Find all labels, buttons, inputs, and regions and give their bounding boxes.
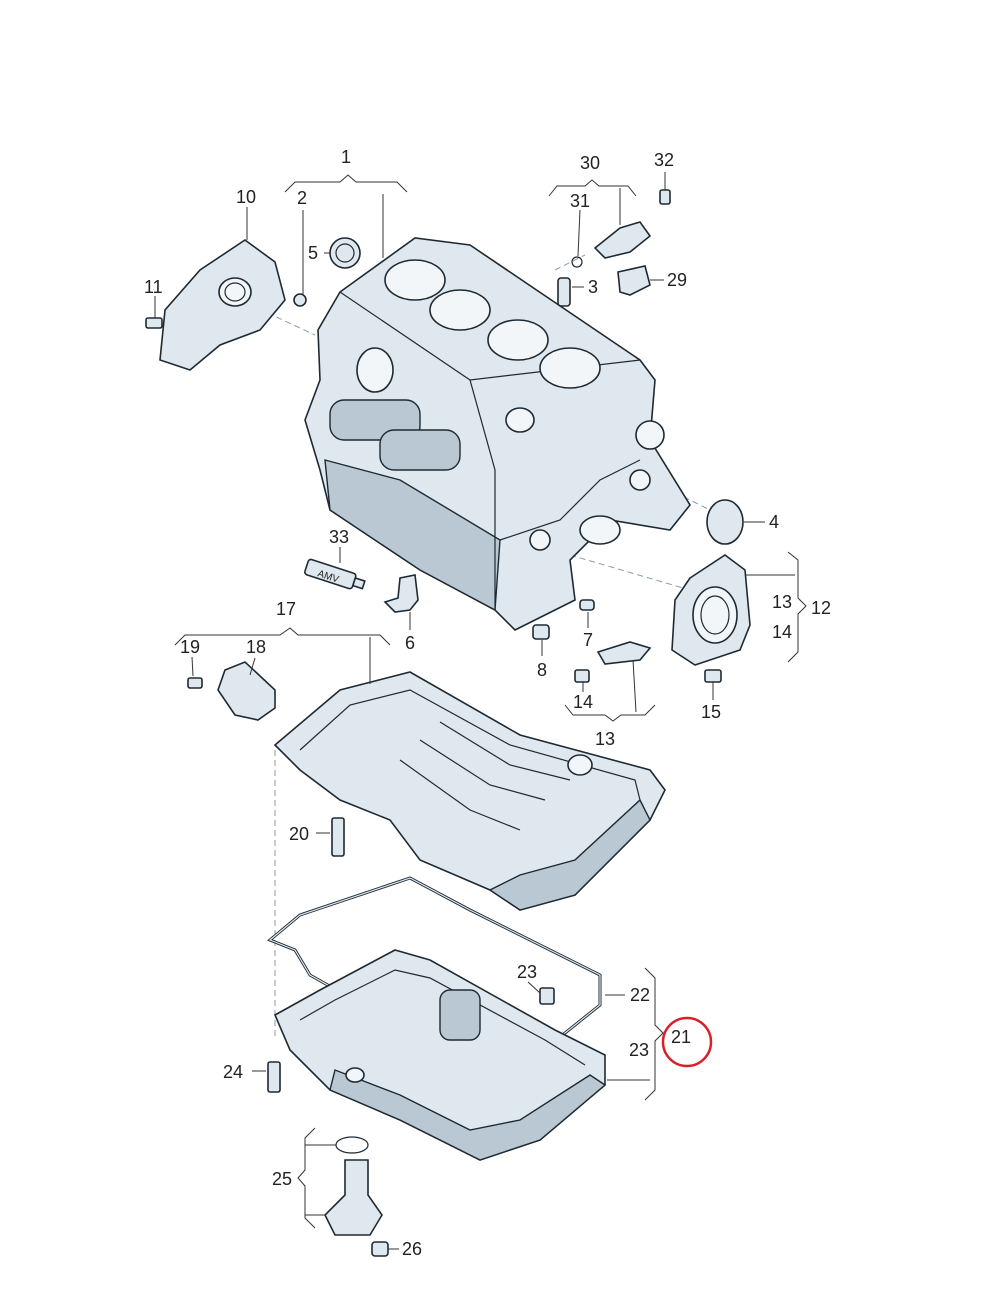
callout-6: 6 (405, 633, 415, 653)
lower-oil-pan (273, 949, 607, 1161)
callout-10: 10 (236, 187, 256, 207)
callout-26: 26 (402, 1239, 422, 1259)
callout-33: 33 (329, 527, 349, 547)
callout-12: 12 (811, 598, 831, 618)
callout-23-right: 23 (629, 1040, 649, 1060)
callout-14-right: 14 (772, 622, 792, 642)
callout-15: 15 (701, 702, 721, 722)
callout-32: 32 (654, 150, 674, 170)
callout-30: 30 (580, 153, 600, 173)
oil-pan-gasket (267, 876, 602, 1062)
callout-29: 29 (667, 270, 687, 290)
callout-19: 19 (180, 637, 200, 657)
leader-lines (154, 172, 807, 1250)
callout-7: 7 (583, 630, 593, 650)
engine-block (304, 237, 691, 631)
callout-31: 31 (570, 191, 590, 211)
callout-20: 20 (289, 824, 309, 844)
callout-1: 1 (341, 147, 351, 167)
callout-21: 21 (671, 1027, 691, 1047)
callout-2: 2 (297, 188, 307, 208)
callout-18: 18 (246, 637, 266, 657)
callout-11: 11 (144, 277, 163, 297)
callout-13-right: 13 (772, 592, 792, 612)
callout-14-bottom: 14 (573, 692, 593, 712)
callout-8: 8 (537, 660, 547, 680)
callout-5: 5 (308, 243, 318, 263)
callout-25: 25 (272, 1169, 292, 1189)
callout-4: 4 (769, 512, 779, 532)
callout-17: 17 (276, 599, 296, 619)
highlight-circle (661, 1016, 713, 1068)
small-parts: AMV (145, 189, 751, 1257)
upper-oil-pan (273, 671, 666, 911)
callout-24: 24 (223, 1062, 243, 1082)
callout-13-bottom: 13 (595, 729, 615, 749)
callout-3: 3 (588, 277, 598, 297)
seal-flange-left (159, 239, 286, 371)
callout-labels: 1 2 3 4 5 6 7 8 10 11 12 13 14 13 14 15 … (144, 147, 831, 1259)
callout-22: 22 (630, 985, 650, 1005)
callout-23-top: 23 (517, 962, 537, 982)
